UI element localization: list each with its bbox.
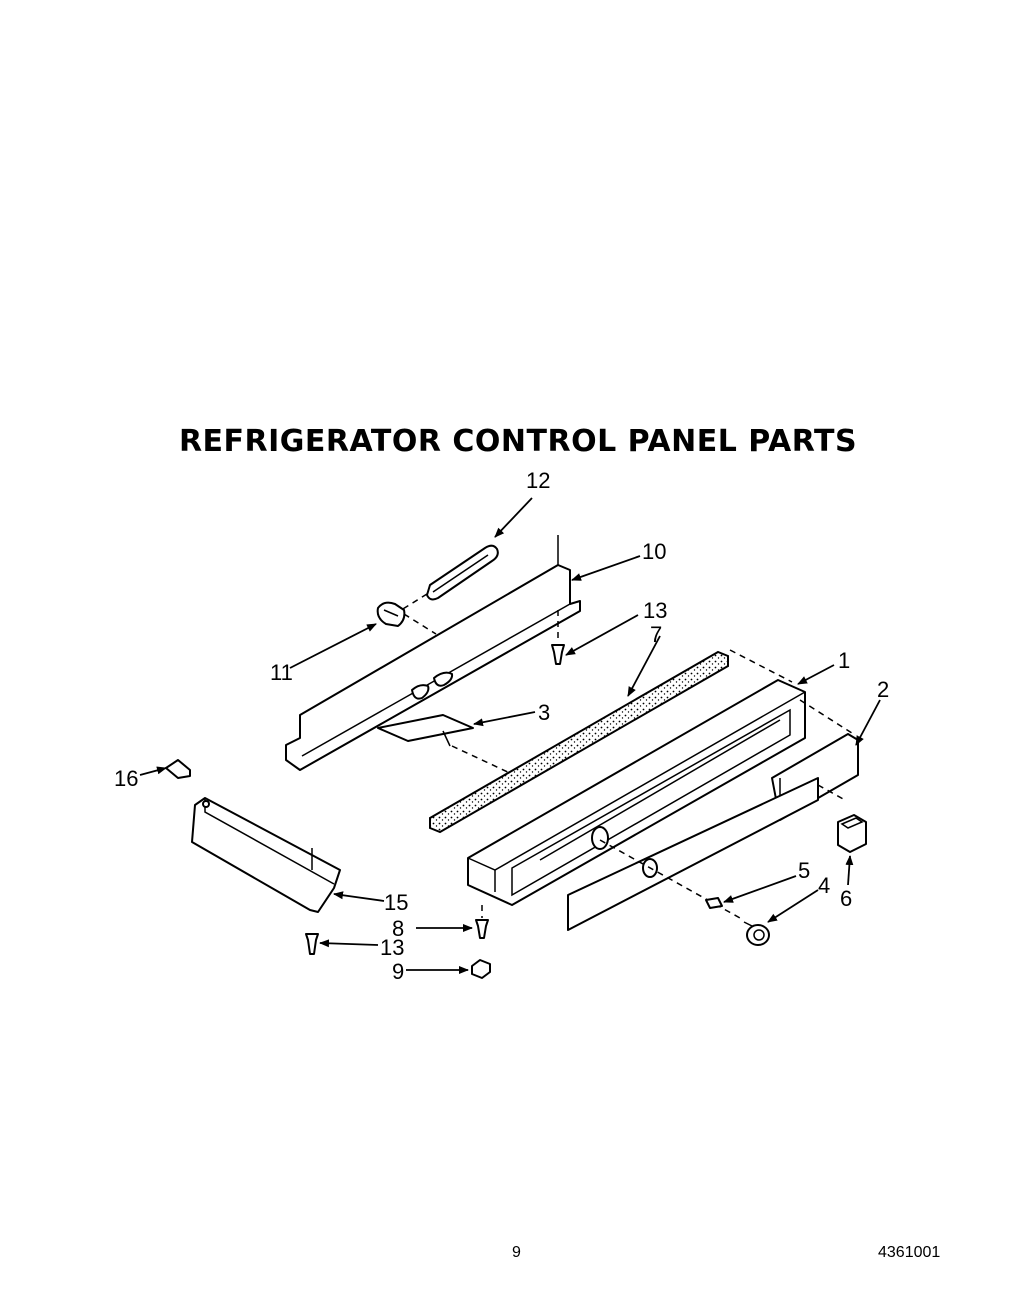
part-13-screw-lower xyxy=(305,933,319,955)
callout-13-upper: 13 xyxy=(643,598,667,623)
part-front-strip xyxy=(567,777,846,931)
callout-2: 2 xyxy=(877,677,889,702)
callout-7: 7 xyxy=(650,622,662,647)
callout-9: 9 xyxy=(392,959,404,984)
part-3-plate xyxy=(377,714,513,775)
document-number: 4361001 xyxy=(878,1244,941,1261)
callout-4: 4 xyxy=(818,873,830,898)
part-11-control xyxy=(376,601,406,627)
page-number: 9 xyxy=(512,1244,521,1261)
part-6-switch xyxy=(837,814,867,853)
part-1-housing xyxy=(467,649,856,906)
callout-15: 15 xyxy=(384,890,408,915)
callout-10: 10 xyxy=(642,539,666,564)
callout-6: 6 xyxy=(840,886,852,911)
callout-11: 11 xyxy=(270,660,293,685)
callout-3: 3 xyxy=(538,700,550,725)
part-10-bracket xyxy=(285,535,581,771)
callout-labels: 12 10 13 7 11 1 2 3 16 15 8 13 9 5 4 6 xyxy=(114,468,889,984)
part-7-foam-strip xyxy=(429,650,729,834)
part-8-screw xyxy=(475,905,489,939)
part-9-nut xyxy=(471,959,491,979)
callout-12: 12 xyxy=(526,468,550,493)
part-15-trim xyxy=(191,797,341,913)
page-title: REFRIGERATOR CONTROL PANEL PARTS xyxy=(178,424,858,459)
callout-8: 8 xyxy=(392,916,404,941)
part-4-knob xyxy=(743,921,770,946)
callout-1: 1 xyxy=(838,648,850,673)
callout-16: 16 xyxy=(114,766,138,791)
part-13-screw-upper xyxy=(551,610,565,665)
callout-5: 5 xyxy=(798,858,810,883)
part-5-clip xyxy=(705,897,723,909)
callout-13-lower: 13 xyxy=(380,935,404,960)
part-16-clip xyxy=(165,759,191,779)
part-12-tube xyxy=(397,544,499,613)
callout-leaders xyxy=(139,497,881,974)
